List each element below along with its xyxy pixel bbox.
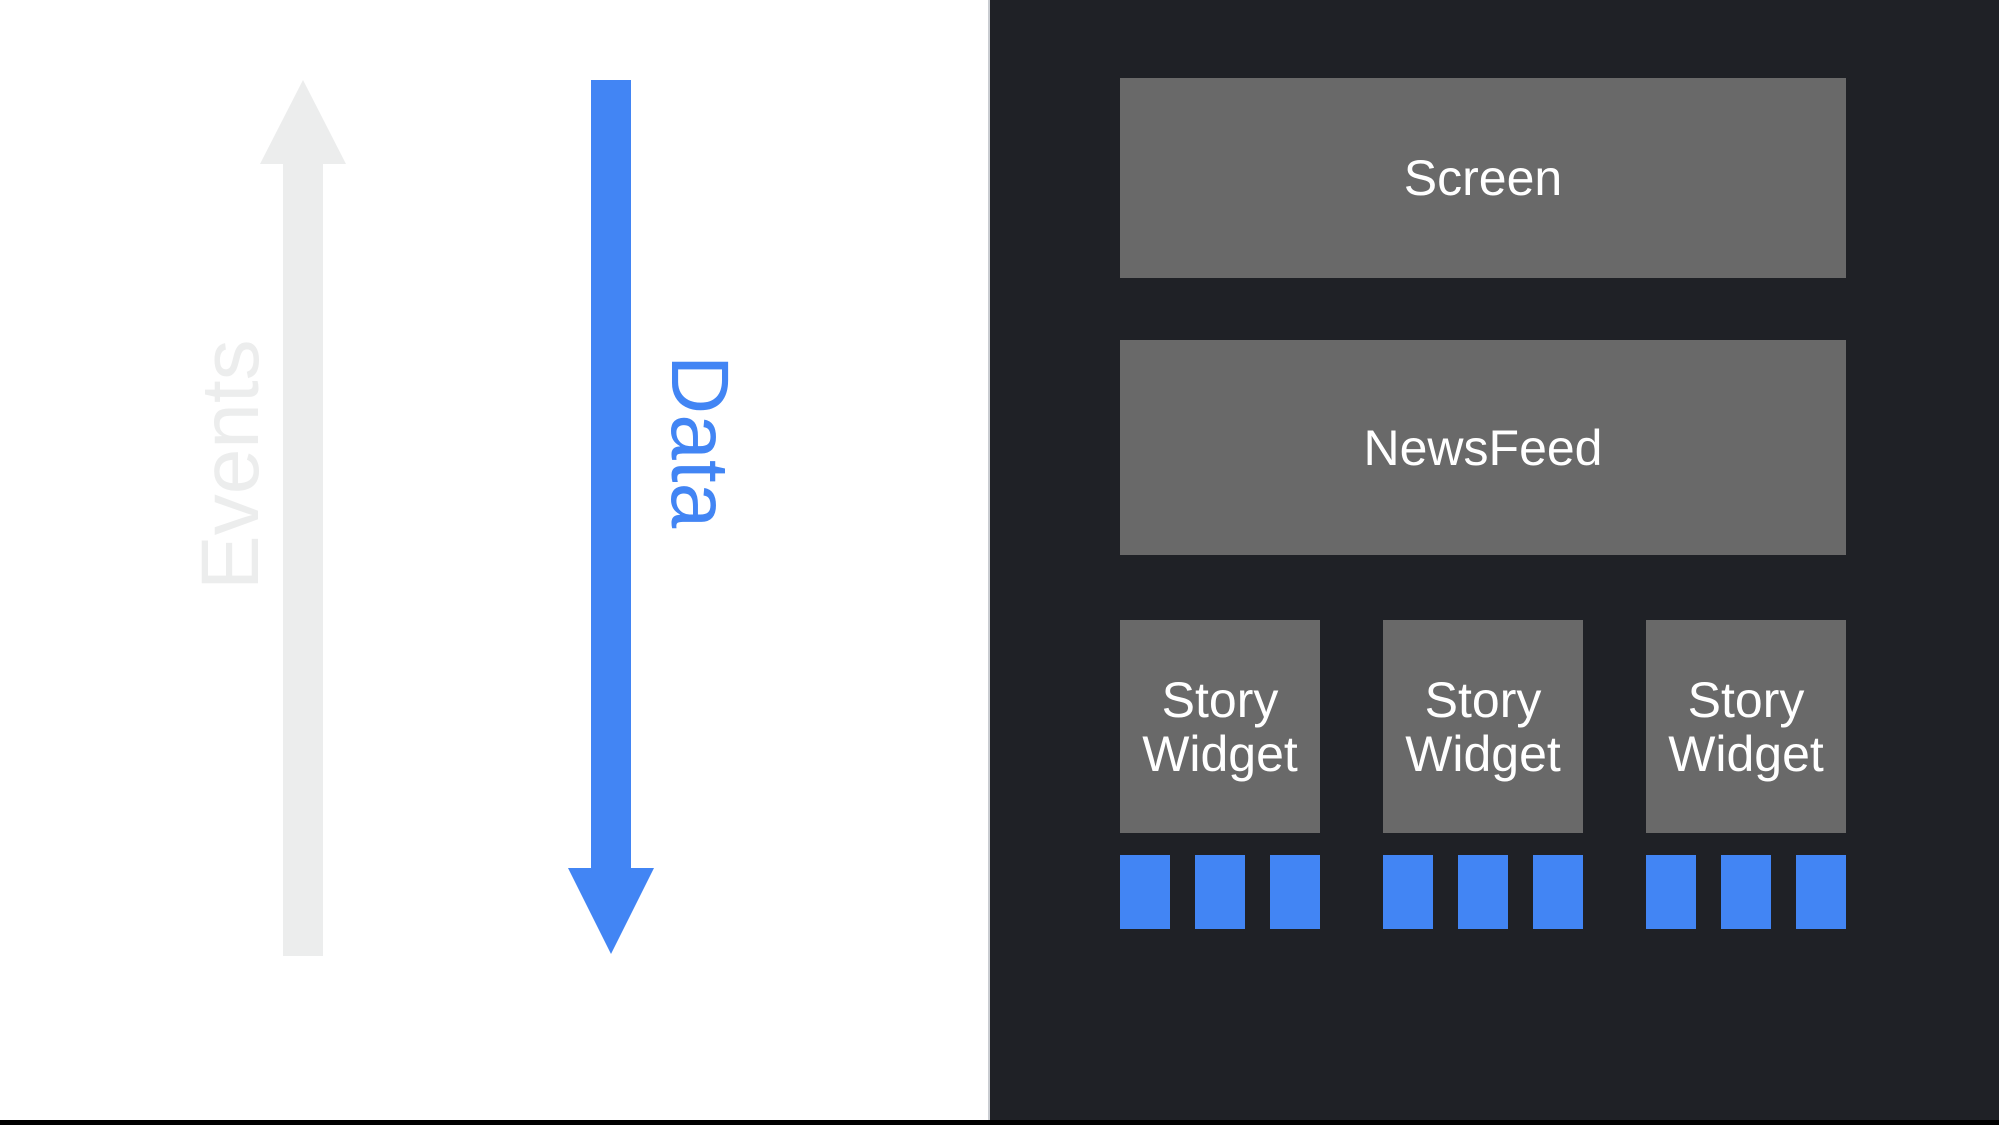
leaf-node-1-1[interactable] [1120, 855, 1170, 929]
leaf-node-3-1[interactable] [1646, 855, 1696, 929]
node-story-widget-3-label-line2: Widget [1668, 725, 1824, 782]
node-story-widget-3[interactable]: Story Widget [1646, 620, 1846, 833]
leaf-node-3-2[interactable] [1721, 855, 1771, 929]
node-story-widget-1-label-line2: Widget [1142, 725, 1298, 782]
leaf-node-2-2[interactable] [1458, 855, 1508, 929]
node-screen-label: Screen [1403, 150, 1563, 206]
node-newsfeed[interactable]: NewsFeed [1120, 340, 1846, 555]
node-story-widget-2[interactable]: Story Widget [1383, 620, 1583, 833]
widget-tree-stack: Screen NewsFeed Story Widget [1120, 78, 1846, 929]
bottom-rule [0, 1120, 1999, 1125]
arrow-up-icon [258, 78, 348, 958]
node-story-widget-3-label-line1: Story [1687, 671, 1805, 728]
leaf-node-3-3[interactable] [1796, 855, 1846, 929]
data-flow-label: Data [654, 355, 745, 529]
story-widget-row: Story Widget Story Widget [1120, 620, 1846, 929]
events-flow-label: Events [185, 339, 276, 590]
node-story-widget-2-label-line1: Story [1424, 671, 1542, 728]
leaf-node-2-3[interactable] [1533, 855, 1583, 929]
story-widget-3-leaf-row [1646, 855, 1846, 929]
story-widget-group-1: Story Widget [1120, 620, 1320, 929]
leaf-node-1-3[interactable] [1270, 855, 1320, 929]
story-widget-group-3: Story Widget [1646, 620, 1846, 929]
arrow-down-icon [566, 78, 656, 958]
story-widget-1-leaf-row [1120, 855, 1320, 929]
pane-divider [988, 0, 990, 1120]
leaf-node-1-2[interactable] [1195, 855, 1245, 929]
node-screen[interactable]: Screen [1120, 78, 1846, 278]
node-story-widget-1-label-line1: Story [1161, 671, 1279, 728]
node-newsfeed-label: NewsFeed [1363, 419, 1603, 476]
widget-tree-pane: Screen NewsFeed Story Widget [990, 0, 1999, 1120]
story-widget-group-2: Story Widget [1383, 620, 1583, 929]
flow-legend-pane: Events Data [0, 0, 990, 1120]
node-story-widget-2-label-line2: Widget [1405, 725, 1561, 782]
story-widget-2-leaf-row [1383, 855, 1583, 929]
leaf-node-2-1[interactable] [1383, 855, 1433, 929]
node-story-widget-1[interactable]: Story Widget [1120, 620, 1320, 833]
